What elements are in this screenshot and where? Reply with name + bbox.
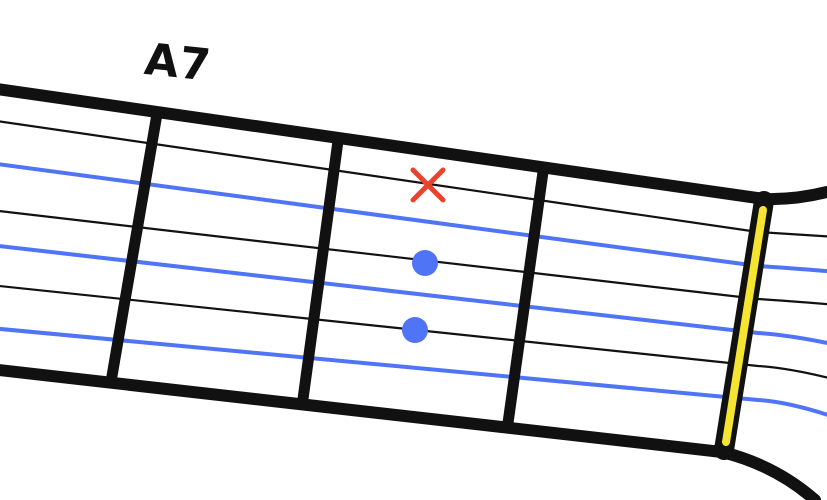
nut-fill xyxy=(722,206,767,446)
string-6 xyxy=(0,326,827,417)
fret-wire-1 xyxy=(106,108,163,382)
fret-wire-2 xyxy=(297,135,344,405)
fretboard-bottom-edge xyxy=(0,364,821,500)
markers xyxy=(402,167,446,343)
finger-dot-icon xyxy=(402,317,428,343)
x-mark-icon xyxy=(410,167,446,203)
finger-dot-icon xyxy=(412,250,438,276)
nut xyxy=(714,191,774,460)
fret-wire-3 xyxy=(502,166,549,429)
string-2 xyxy=(0,162,827,274)
